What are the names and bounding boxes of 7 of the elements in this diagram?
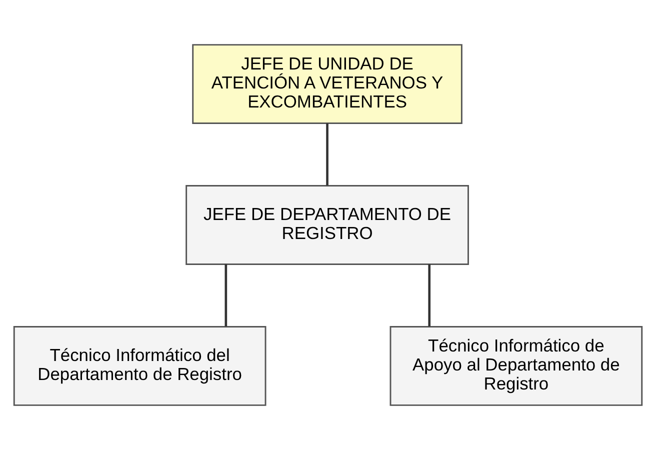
node-box: Técnico Informático de Apoyo al Departamento de Registro: [390, 326, 643, 406]
node-box: Técnico Informático del Departamento de Registro: [13, 326, 266, 406]
node-box: JEFE DE UNIDAD DE ATENCIÓN A VETERANOS Y EXCOMBATIENTES: [192, 44, 462, 124]
node-box: JEFE DE DEPARTAMENTO DE REGISTRO: [186, 184, 469, 264]
connector: [428, 264, 431, 326]
connector: [224, 264, 228, 326]
connector: [326, 122, 328, 185]
